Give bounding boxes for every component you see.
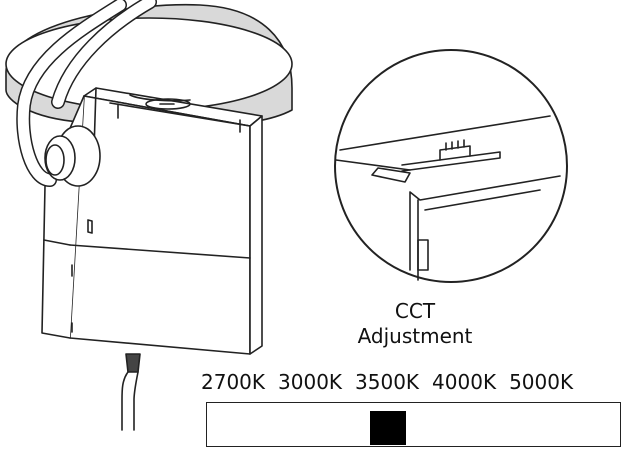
- temp-label-5000k: 5000K: [509, 370, 574, 394]
- temp-label-2700k: 2700K: [201, 370, 266, 394]
- cct-title-line2: Adjustment: [357, 324, 473, 348]
- output-cable: [121, 353, 141, 431]
- cct-switch-track[interactable]: [206, 402, 621, 447]
- power-cable: [16, 0, 157, 187]
- cct-switch-knob[interactable]: [370, 411, 407, 445]
- detail-callout: [334, 49, 568, 283]
- temp-label-3000k: 3000K: [278, 370, 343, 394]
- cct-title-line1: CCT: [394, 299, 436, 323]
- temp-label-3500k: 3500K: [355, 370, 420, 394]
- temp-label-4000k: 4000K: [432, 370, 497, 394]
- temperature-labels: 2700K 3000K 3500K 4000K 5000K: [201, 371, 629, 393]
